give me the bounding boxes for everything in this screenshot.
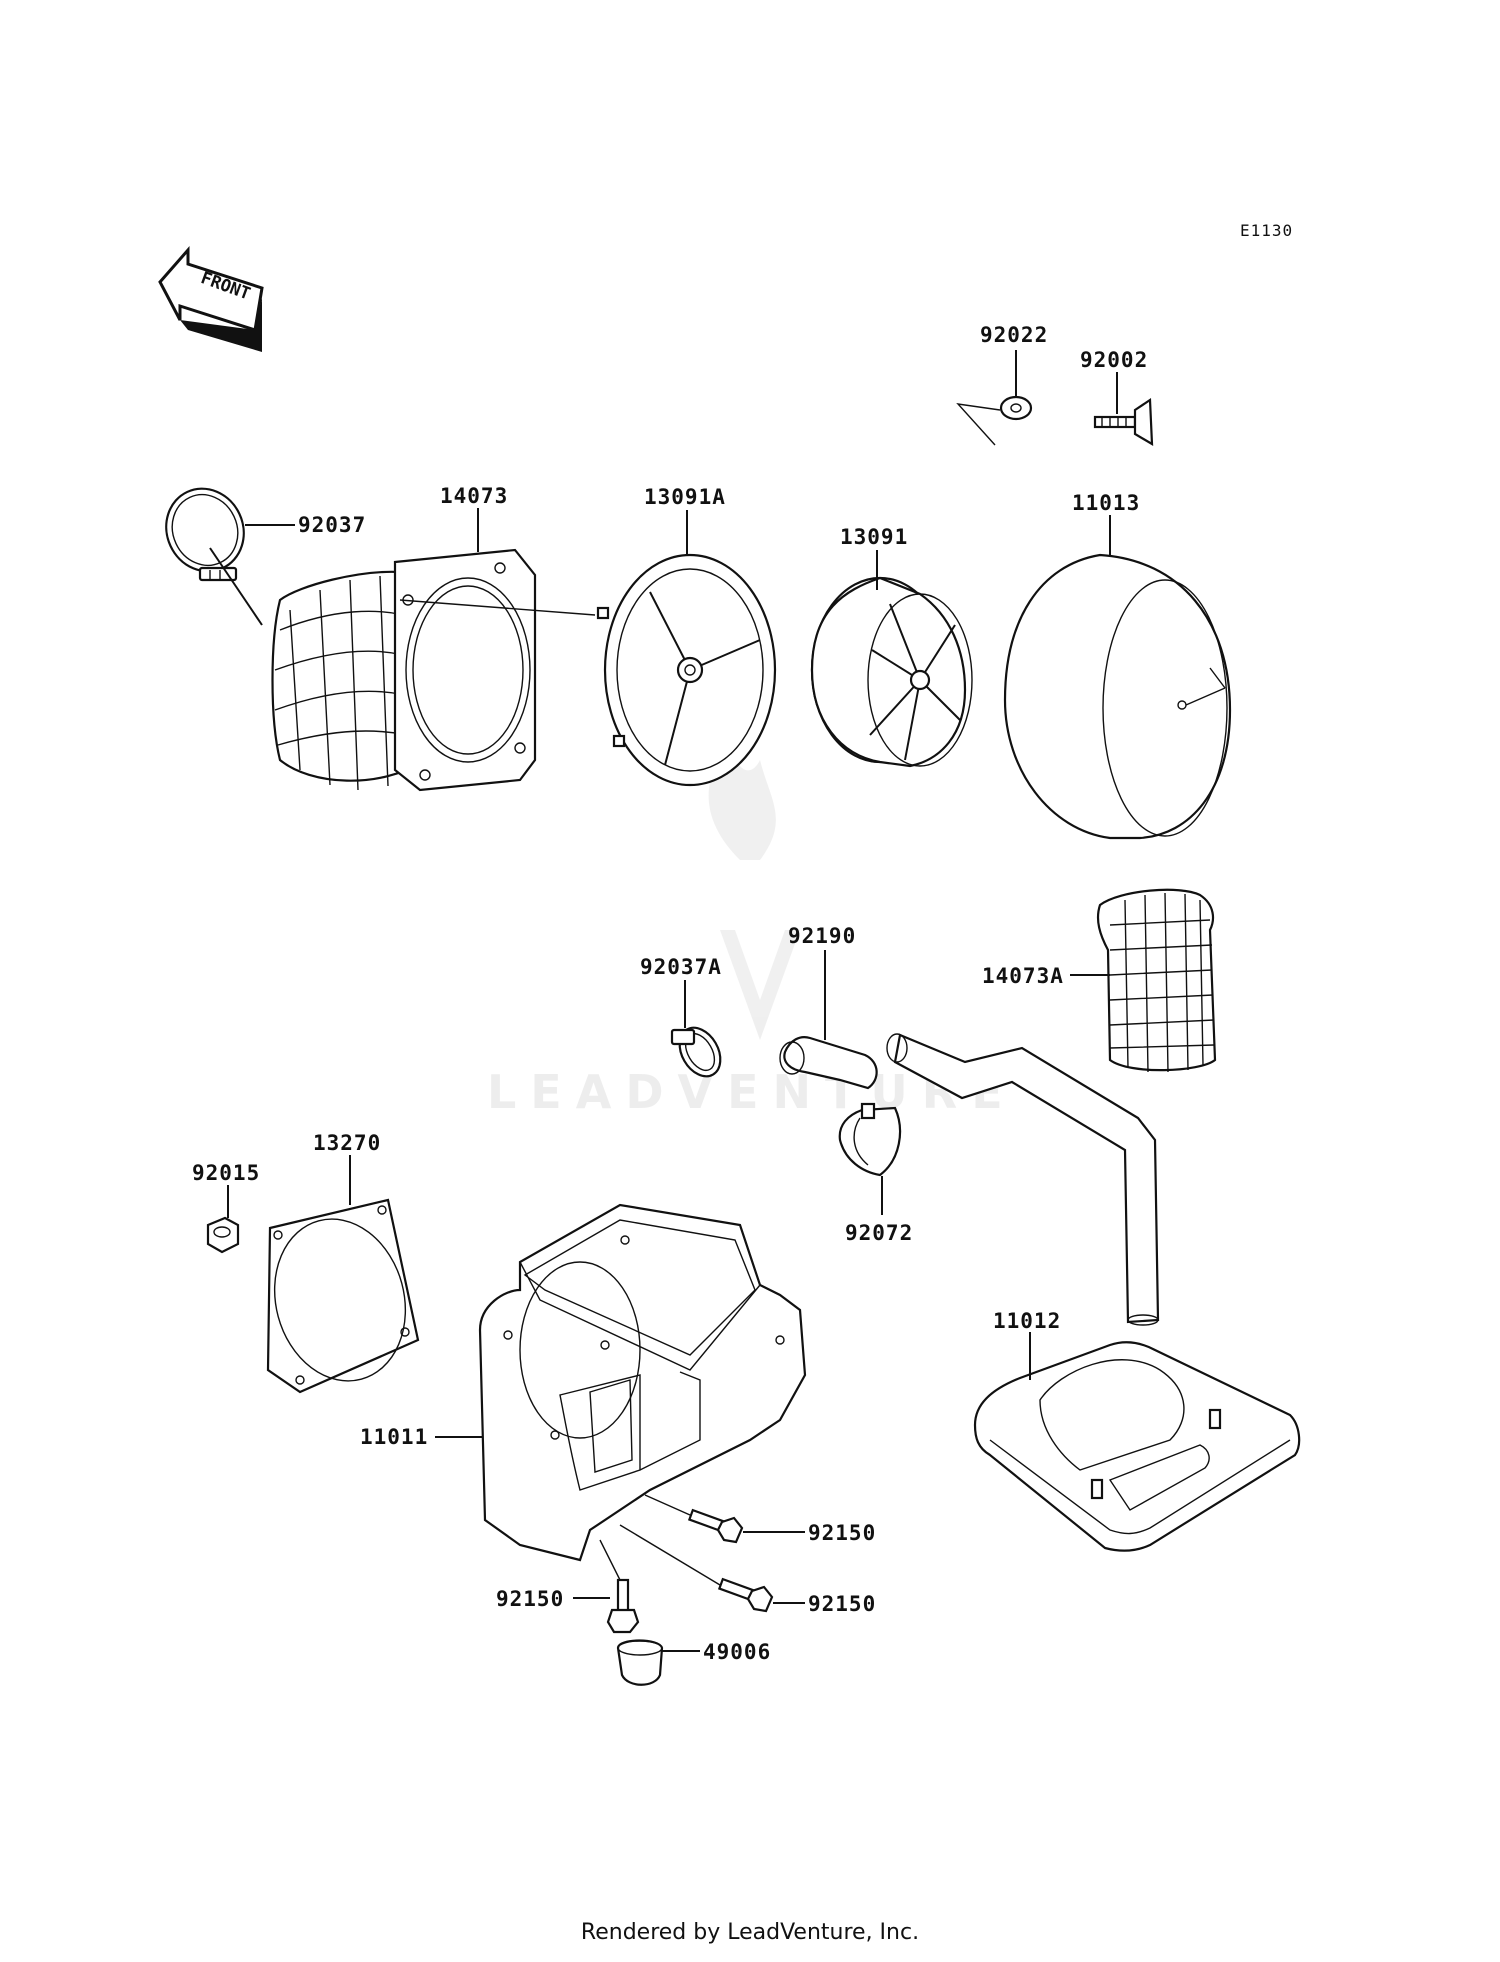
holder-13091A: [596, 553, 777, 787]
part-label-14073: 14073: [440, 484, 508, 508]
bolt-92150-c: [606, 1578, 640, 1634]
clamp-92072: [838, 1102, 902, 1177]
part-label-92072: 92072: [845, 1221, 913, 1245]
bolt-92150-b: [717, 1577, 774, 1613]
front-arrow: FRONT: [158, 246, 264, 352]
diagram-code: E1130: [1240, 221, 1293, 240]
part-label-92150-c: 92150: [496, 1587, 564, 1611]
bolt-92002: [1093, 398, 1154, 446]
part-label-11011: 11011: [360, 1425, 428, 1449]
part-label-92037A: 92037A: [640, 955, 722, 979]
clamp-92037A: [670, 1026, 722, 1078]
clamp-92037: [165, 487, 263, 626]
duct-14073A: [1096, 888, 1217, 1073]
part-label-92002: 92002: [1080, 348, 1148, 372]
duct-14073: [271, 548, 596, 792]
part-label-92150-a: 92150: [808, 1521, 876, 1545]
part-label-13270: 13270: [313, 1131, 381, 1155]
cap-49006: [616, 1639, 664, 1686]
nut-92015: [206, 1216, 240, 1254]
hose-92190: [779, 1033, 1160, 1326]
part-label-92015: 92015: [192, 1161, 260, 1185]
part-label-11013: 11013: [1072, 491, 1140, 515]
bolt-92150-a: [687, 1508, 744, 1544]
part-label-13091A: 13091A: [644, 485, 726, 509]
part-label-11012: 11012: [993, 1309, 1061, 1333]
part-label-49006: 49006: [703, 1640, 771, 1664]
part-label-92037: 92037: [298, 513, 366, 537]
gasket-13270: [266, 1198, 420, 1394]
part-label-13091: 13091: [840, 525, 908, 549]
part-label-14073A: 14073A: [982, 964, 1064, 988]
part-label-92022: 92022: [980, 323, 1048, 347]
housing-11011: [478, 1203, 807, 1562]
part-label-92150-b: 92150: [808, 1592, 876, 1616]
element-11013: [1003, 553, 1232, 840]
cage-13091: [810, 576, 973, 768]
part-label-92190: 92190: [788, 924, 856, 948]
washer-92022: [956, 395, 1033, 446]
footer-credit: Rendered by LeadVenture, Inc.: [580, 1920, 920, 1945]
cover-11012: [973, 1341, 1301, 1552]
